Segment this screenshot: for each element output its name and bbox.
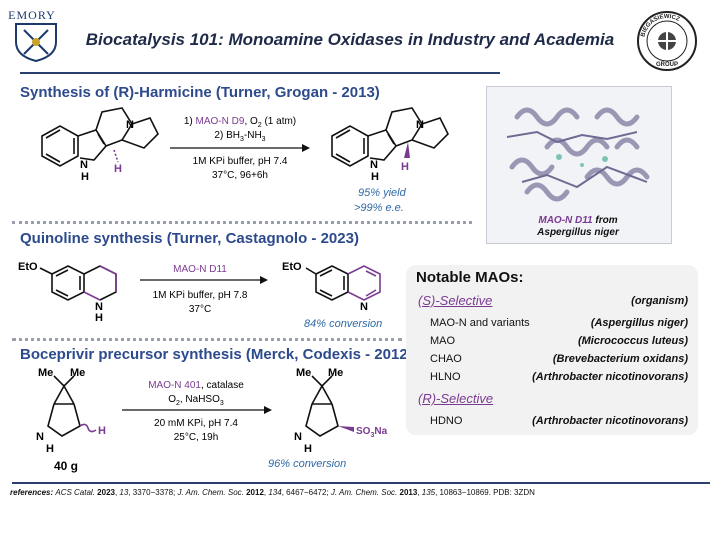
- footer-rule: [12, 482, 710, 484]
- section-title-quinoline: Quinoline synthesis (Turner, Castagnolo …: [20, 230, 359, 247]
- substrate-atom-n: N: [36, 431, 44, 443]
- divider-2: [12, 338, 402, 341]
- boc-cond2: 25°C, 19h: [174, 432, 219, 443]
- organism-header: (organism): [631, 295, 688, 307]
- maos-title: Notable MAOs:: [416, 269, 524, 286]
- emory-shield-logo: [15, 23, 57, 62]
- quinoline-conversion: 84% conversion: [304, 318, 383, 330]
- product-me-1: Me: [296, 367, 311, 379]
- substrate-structure: [41, 107, 159, 167]
- boc-reagent2: O2, NaHSO3: [168, 394, 224, 407]
- sulfonate-product: [305, 375, 339, 437]
- mao-row: CHAO (Brevebacterium oxidans): [406, 353, 698, 369]
- svg-text:GROUP: GROUP: [656, 62, 678, 68]
- mao-row: MAO (Micrococcus luteus): [406, 335, 698, 351]
- mao-row: MAO-N and variants (Aspergillus niger): [406, 317, 698, 333]
- quinoline-atom-n: N: [360, 301, 368, 313]
- divider-1: [12, 221, 472, 224]
- substrate-atom-h: H: [46, 443, 54, 455]
- mao-name: HDNO: [430, 415, 463, 427]
- cond1-text: 1M KPi buffer, pH 7.4: [193, 156, 288, 167]
- mao-row: HDNO (Arthrobacter nicotinovorans): [406, 415, 698, 431]
- quinoline-structure: [305, 265, 381, 301]
- section-title-boceprivir: Boceprivir precursor synthesis (Merck, C…: [20, 346, 413, 363]
- quinoline-reaction-scheme: EtO N H MAO-N D11 1M KPi buffer, pH 7.8 …: [18, 261, 381, 324]
- product-structure: [331, 107, 449, 167]
- product-atom-h-stereo: H: [401, 161, 409, 173]
- atom-h-stereo: H: [114, 163, 122, 175]
- section-title-harmicine: Synthesis of (R)-Harmicine (Turner, Grog…: [20, 84, 380, 101]
- step2-text: 2) BH3-NH3: [214, 130, 265, 143]
- mao-organism: (Arthrobacter nicotinovorans): [532, 415, 688, 427]
- group-seal-logo: BIEGASIEWICZ GROUP: [637, 11, 697, 71]
- thq-structure: [39, 265, 117, 301]
- substrate-me-2: Me: [70, 367, 85, 379]
- mao-name: HLNO: [430, 371, 461, 383]
- product-so3na: SO3Na: [356, 426, 388, 439]
- scale-40g: 40 g: [54, 459, 78, 473]
- boceprivir-reaction-scheme: Me Me N H H 40 g MAO-N 401, catalase O2,…: [36, 367, 388, 473]
- protein-structure-image: [486, 86, 672, 244]
- product-atom-n-amine: N: [416, 119, 424, 131]
- mao-name: MAO: [430, 335, 456, 347]
- references: references: ACS Catal. 2023, 13, 3370−33…: [10, 488, 535, 497]
- atom-n-amine: N: [126, 119, 134, 131]
- mao-organism: (Brevebacterium oxidans): [552, 353, 688, 365]
- thq-atom-h: H: [95, 312, 103, 324]
- boceprivir-conversion: 96% conversion: [268, 458, 347, 470]
- substrate-me-1: Me: [38, 367, 53, 379]
- q-cond2: 37°C: [189, 304, 211, 315]
- product-atom-h: H: [304, 443, 312, 455]
- product-substituent-eto: EtO: [282, 261, 302, 273]
- mao-organism: (Aspergillus niger): [590, 317, 688, 329]
- s-selective-header: (S)-Selective: [418, 293, 493, 308]
- atom-n-indole: N: [80, 159, 88, 171]
- atom-h-indole: H: [81, 171, 89, 183]
- thq-atom-n: N: [95, 301, 103, 313]
- slide-title: Biocatalysis 101: Monoamine Oxidases in …: [85, 30, 615, 49]
- emory-wordmark: EMORY: [8, 8, 56, 22]
- header-rule: [20, 72, 500, 74]
- enzyme-mao-n-d11: MAO-N D11: [173, 264, 227, 275]
- substituent-eto: EtO: [18, 261, 38, 273]
- mao-organism: (Micrococcus luteus): [577, 335, 688, 347]
- mao-organism: (Arthrobacter nicotinovorans): [532, 371, 688, 383]
- mao-name: CHAO: [430, 353, 462, 365]
- protein-caption: MAO-N D11 from Aspergillus niger: [537, 215, 619, 238]
- r-selective-header: (R)-Selective: [418, 391, 494, 406]
- mao-name: MAO-N and variants: [430, 317, 530, 329]
- boc-reagent1: MAO-N 401, catalase: [148, 380, 244, 391]
- boc-cond1: 20 mM KPi, pH 7.4: [154, 418, 238, 429]
- harmicine-ee: >99% e.e.: [354, 202, 404, 214]
- harmicine-yield: 95% yield: [358, 187, 406, 199]
- product-atom-n-indole: N: [370, 159, 378, 171]
- bicyclic-substrate: [47, 375, 97, 437]
- harmicine-reaction-scheme: N H N H 1) MAO-N D9, O2 (1 atm) 2) BH3-N…: [41, 107, 449, 183]
- step1-text: 1) MAO-N D9, O2 (1 atm): [184, 116, 296, 129]
- product-atom-h-indole: H: [371, 171, 379, 183]
- product-me-2: Me: [328, 367, 343, 379]
- q-cond1: 1M KPi buffer, pH 7.8: [153, 290, 248, 301]
- protein-ribbon-illustration: [506, 107, 650, 202]
- notable-maos-panel: Notable MAOs: (S)-Selective (organism) M…: [406, 265, 698, 435]
- cond2-text: 37°C, 96+6h: [212, 170, 268, 181]
- product-atom-n: N: [294, 431, 302, 443]
- mao-row: HLNO (Arthrobacter nicotinovorans): [406, 371, 698, 387]
- substrate-atom-h-ch: H: [98, 425, 106, 437]
